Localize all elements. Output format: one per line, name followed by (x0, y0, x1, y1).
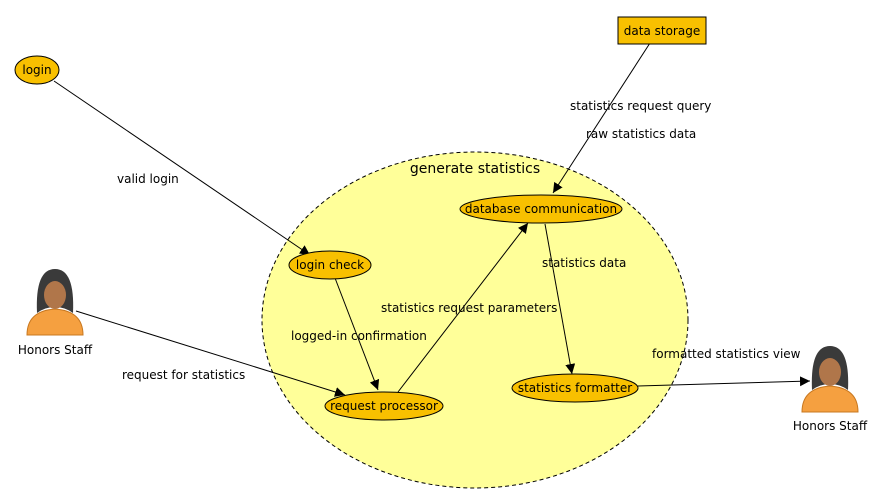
label-request-for-statistics: request for statistics (122, 368, 245, 382)
actor-right[interactable]: Honors Staff (793, 346, 868, 433)
person-icon (801, 346, 859, 413)
edge-logged-in-confirmation (334, 277, 380, 391)
process-title: generate statistics (410, 161, 540, 177)
node-database-communication-label: database communication (465, 202, 617, 216)
edge-statistics-request-parameters (397, 222, 529, 393)
node-login-check[interactable]: login check (288, 250, 372, 280)
actor-left-label: Honors Staff (18, 343, 93, 357)
actor-right-label: Honors Staff (793, 419, 868, 433)
label-statistics-request-parameters: statistics request parameters (381, 301, 557, 315)
node-statistics-formatter-label: statistics formatter (518, 381, 632, 395)
label-valid-login: valid login (117, 172, 179, 186)
edge-statistics-data (544, 223, 576, 375)
node-data-storage-label: data storage (624, 24, 700, 38)
node-login-label: login (22, 63, 51, 77)
person-icon (26, 269, 84, 336)
node-login-check-label: login check (296, 258, 364, 272)
label-statistics-data: statistics data (542, 256, 626, 270)
edge-storage-to-database (552, 31, 660, 194)
label-statistics-request-query: statistics request query (570, 99, 711, 113)
label-raw-statistics-data: raw statistics data (586, 127, 696, 141)
node-login[interactable]: login (14, 55, 60, 85)
node-data-storage[interactable]: data storage (617, 16, 707, 45)
node-request-processor[interactable]: request processor (324, 391, 444, 421)
edge-formatted-statistics-view (637, 376, 811, 387)
label-logged-in-confirmation: logged-in confirmation (291, 329, 427, 343)
node-database-communication[interactable]: database communication (459, 194, 623, 224)
edge-request-for-statistics (75, 310, 346, 397)
label-formatted-statistics-view: formatted statistics view (652, 347, 801, 361)
edge-valid-login (53, 80, 311, 256)
actor-left[interactable]: Honors Staff (18, 269, 93, 357)
node-statistics-formatter[interactable]: statistics formatter (511, 373, 639, 403)
node-request-processor-label: request processor (330, 399, 438, 413)
